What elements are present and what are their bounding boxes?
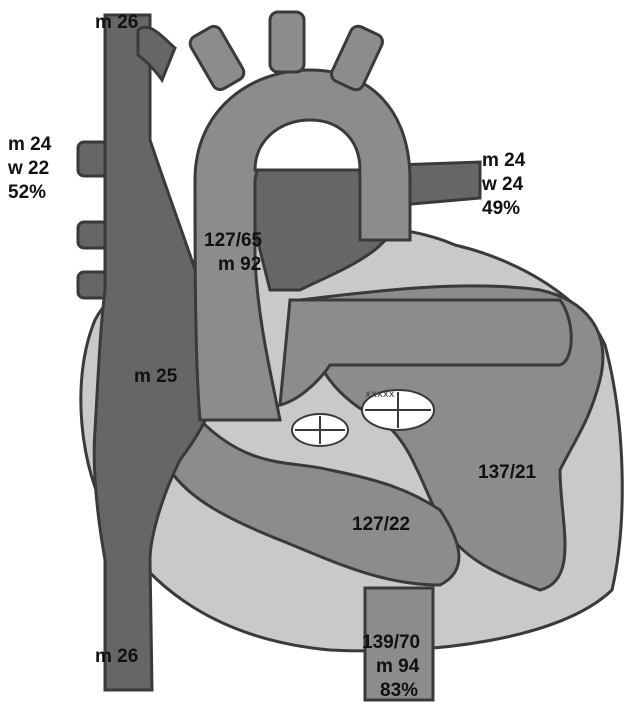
right-atrium-label: m 25	[134, 366, 178, 387]
left-carotid-artery	[270, 12, 304, 72]
aortic-valve	[292, 414, 348, 446]
right-pv-label-2: w 22	[7, 158, 49, 179]
left-pv-label-3: 49%	[482, 198, 520, 219]
descending-label-2: m 94	[376, 656, 420, 677]
left-ventricle-label: 137/21	[478, 462, 537, 483]
svg-text:xxxxx: xxxxx	[365, 389, 395, 400]
left-subclavian-artery	[329, 24, 385, 93]
descending-label-1: 139/70	[362, 632, 420, 653]
right-pv-label-1: m 24	[8, 134, 52, 155]
descending-label-3: 83%	[380, 680, 418, 701]
left-pv-label-1: m 24	[482, 150, 526, 171]
ivc-bottom-label: m 26	[95, 646, 138, 667]
left-pv-label-2: w 24	[481, 174, 524, 195]
brachiocephalic-artery	[187, 24, 246, 93]
right-ventricle-label: 127/22	[352, 514, 410, 535]
right-pv-label-3: 52%	[8, 182, 46, 203]
aorta-label-2: m 92	[218, 254, 261, 275]
aorta-label-1: 127/65	[204, 230, 263, 251]
mitral-valve: xxxxx	[362, 389, 434, 430]
svc-top-label: m 26	[95, 12, 138, 33]
